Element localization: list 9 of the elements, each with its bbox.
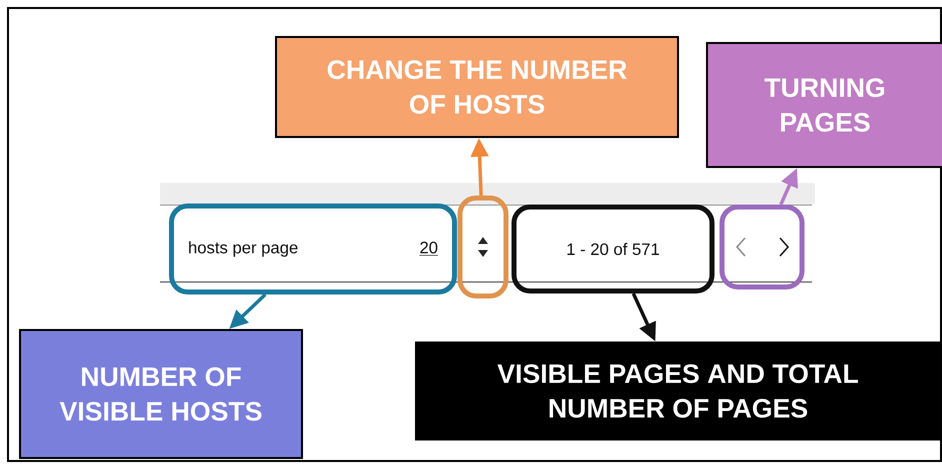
highlight-box: [458, 196, 508, 298]
callout-box: NUMBER OF VISIBLE HOSTS: [19, 329, 303, 459]
callout-box: CHANGE THE NUMBER OF HOSTS: [275, 36, 679, 138]
highlight-box: 1 - 20 of 571: [512, 204, 714, 294]
node-label: VISIBLE PAGES AND TOTAL NUMBER OF PAGES: [497, 364, 858, 418]
highlight-box: hosts per page 20: [169, 204, 457, 294]
callout-box: TURNING PAGES: [706, 42, 942, 168]
callout-box: VISIBLE PAGES AND TOTAL NUMBER OF PAGES: [415, 342, 941, 440]
highlight-box: [720, 204, 804, 290]
